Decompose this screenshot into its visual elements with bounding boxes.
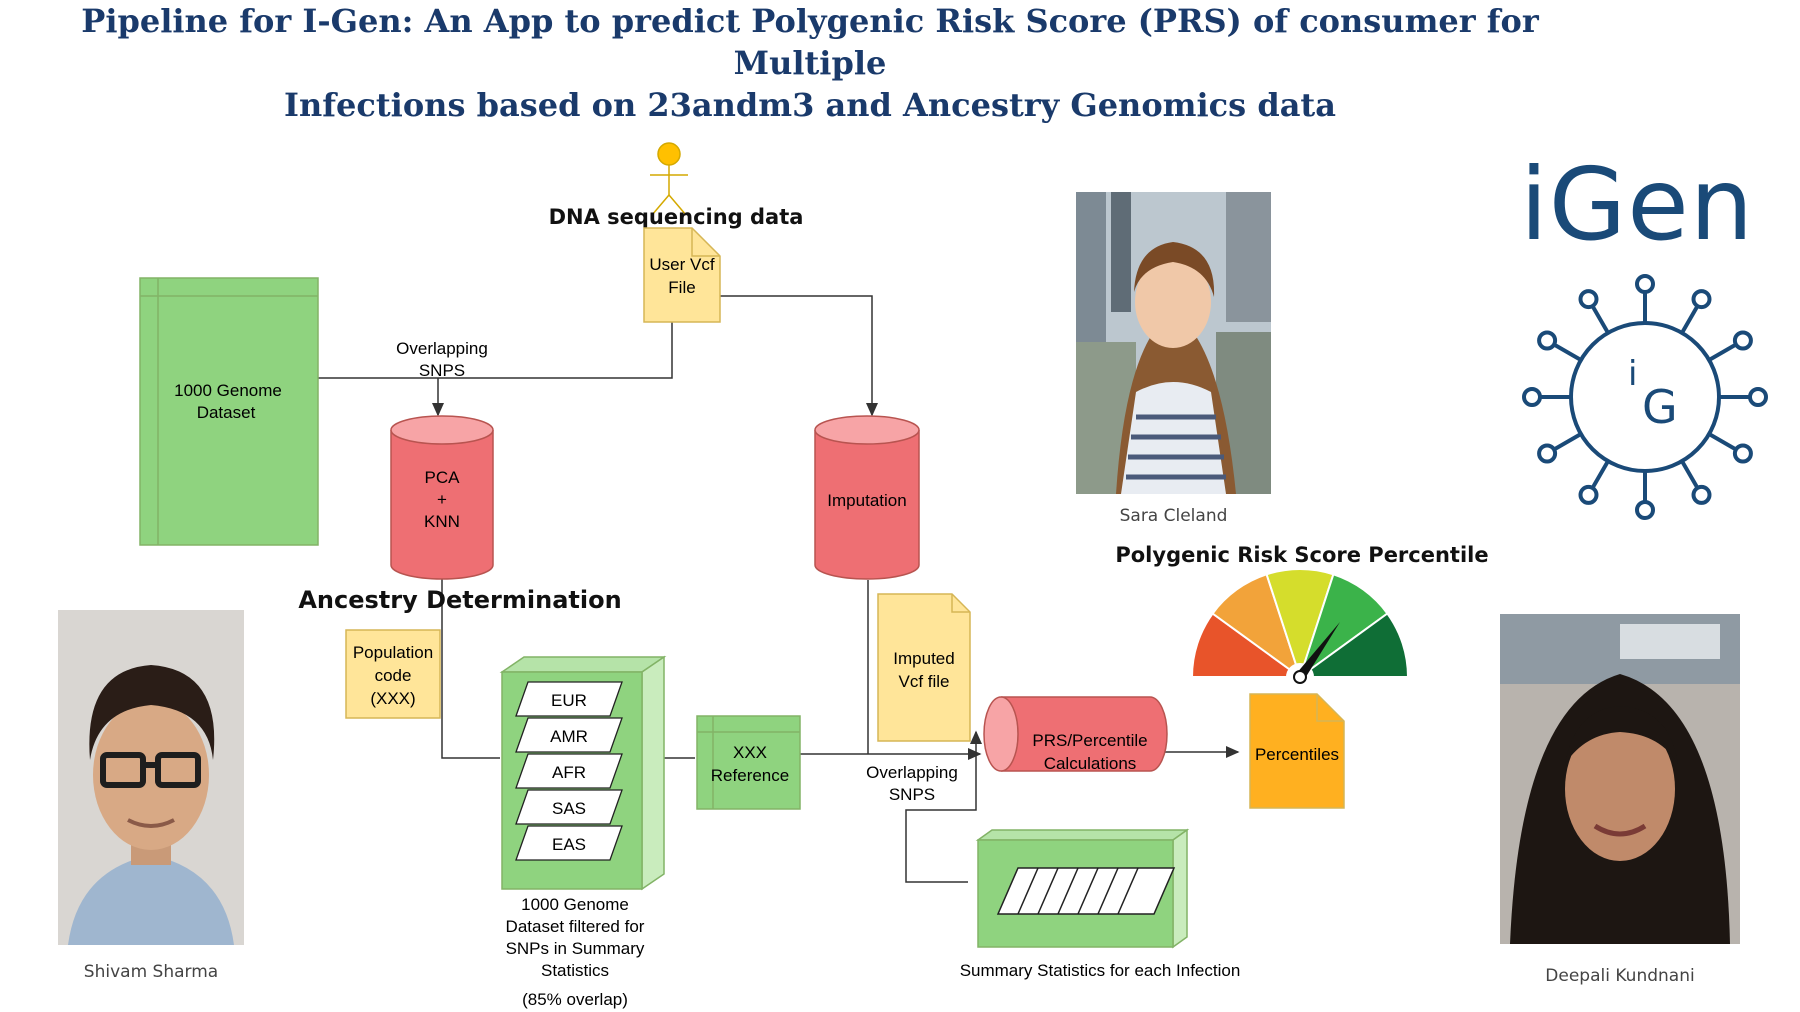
filtered-caption-line-1: 1000 Genome [521, 895, 629, 914]
overlap-top-line-2: SNPS [419, 361, 465, 380]
imputed-vcf-line-1: Imputed [893, 649, 954, 668]
summary-statistics-label: Summary Statistics for each Infection [960, 961, 1241, 980]
ancestry-determination-label: Ancestry Determination [298, 586, 621, 614]
gauge-segment-5 [1296, 612, 1410, 678]
overlap-top-line-1: Overlapping [396, 339, 488, 358]
pca-line-2: + [437, 490, 447, 509]
igen-emblem-icon: i G [1522, 274, 1768, 520]
connector-lines [318, 295, 1240, 883]
imputed-vcf-node: Imputed Vcf file [877, 593, 971, 742]
population-item-amr: AMR [515, 717, 623, 753]
overlap-bottom-line-2: SNPS [889, 785, 935, 804]
prs-calculations-node: PRS/Percentile Calculations [983, 696, 1168, 773]
genome-dataset-line-1: 1000 Genome [174, 381, 282, 400]
prs-line-2: Calculations [1044, 754, 1137, 773]
population-label: SAS [552, 799, 586, 818]
overlap-bottom-line-1: Overlapping [866, 763, 958, 782]
pca-line-3: KNN [424, 512, 460, 531]
photo-sara-cleland [1076, 192, 1271, 494]
population-item-sas: SAS [515, 789, 623, 825]
population-label: EAS [552, 835, 586, 854]
title-line-1: Pipeline for I-Gen: An App to predict Po… [81, 2, 1539, 82]
emblem-letter-i: i [1628, 354, 1637, 394]
igen-wordmark: iGen [1520, 146, 1755, 263]
user-vcf-line-2: File [668, 278, 695, 297]
population-code-node: Population code (XXX) [345, 629, 441, 719]
filtered-caption-line-2: Dataset filtered for [506, 917, 645, 936]
population-item-eas: EAS [515, 825, 623, 861]
population-code-line-3: (XXX) [370, 689, 415, 708]
prs-line-1: PRS/Percentile [1032, 731, 1147, 750]
filtered-caption-line-4: Statistics [541, 961, 609, 980]
genome-dataset-line-2: Dataset [197, 403, 256, 422]
emblem-letter-g: G [1642, 380, 1678, 434]
filtered-dataset-node: EUR AMR AFR SAS EAS [499, 655, 667, 891]
imputed-vcf-line-2: Vcf file [898, 672, 949, 691]
pca-knn-node: PCA + KNN [390, 415, 494, 580]
title-line-2: Infections based on 23andm3 and Ancestry… [284, 86, 1336, 124]
user-actor-icon [650, 142, 688, 216]
percentiles-node: Percentiles [1249, 693, 1345, 809]
genome-dataset-node: 1000 Genome Dataset [139, 277, 319, 546]
population-label: AFR [552, 763, 586, 782]
imputation-node: Imputation [814, 415, 920, 580]
overlap-percent-label: (85% overlap) [522, 990, 628, 1009]
gauge-title: Polygenic Risk Score Percentile [1115, 543, 1488, 567]
pca-line-1: PCA [425, 468, 461, 487]
population-code-line-1: Population [353, 643, 433, 662]
population-item-afr: AFR [515, 753, 623, 789]
population-list: EUR AMR AFR SAS EAS [515, 681, 623, 861]
summary-array-icon [996, 867, 1176, 915]
population-label: EUR [551, 691, 587, 710]
prs-gauge [1190, 568, 1410, 681]
population-label: AMR [550, 727, 588, 746]
user-vcf-line-1: User Vcf [649, 255, 714, 274]
caption-shivam-sharma: Shivam Sharma [83, 962, 219, 982]
caption-sara-cleland: Sara Cleland [1119, 506, 1228, 526]
reference-line-2: Reference [711, 766, 789, 785]
population-code-line-2: code [375, 666, 412, 685]
summary-statistics-node [975, 828, 1190, 949]
reference-line-1: XXX [733, 743, 767, 762]
percentiles-label: Percentiles [1255, 745, 1339, 764]
caption-deepali-kundnani: Deepali Kundnani [1545, 966, 1695, 986]
population-item-eur: EUR [515, 681, 623, 717]
photo-deepali-kundnani [1500, 614, 1740, 944]
page-title: Pipeline for I-Gen: An App to predict Po… [0, 0, 1620, 126]
photo-shivam-sharma [58, 610, 244, 945]
user-vcf-file-node: User Vcf File [643, 227, 721, 323]
imputation-label: Imputation [827, 491, 906, 510]
gauge-needle-icon [1293, 622, 1340, 684]
dna-sequencing-label: DNA sequencing data [549, 205, 804, 229]
xxx-reference-node: XXX Reference [696, 715, 801, 810]
filtered-caption-line-3: SNPs in Summary [506, 939, 645, 958]
